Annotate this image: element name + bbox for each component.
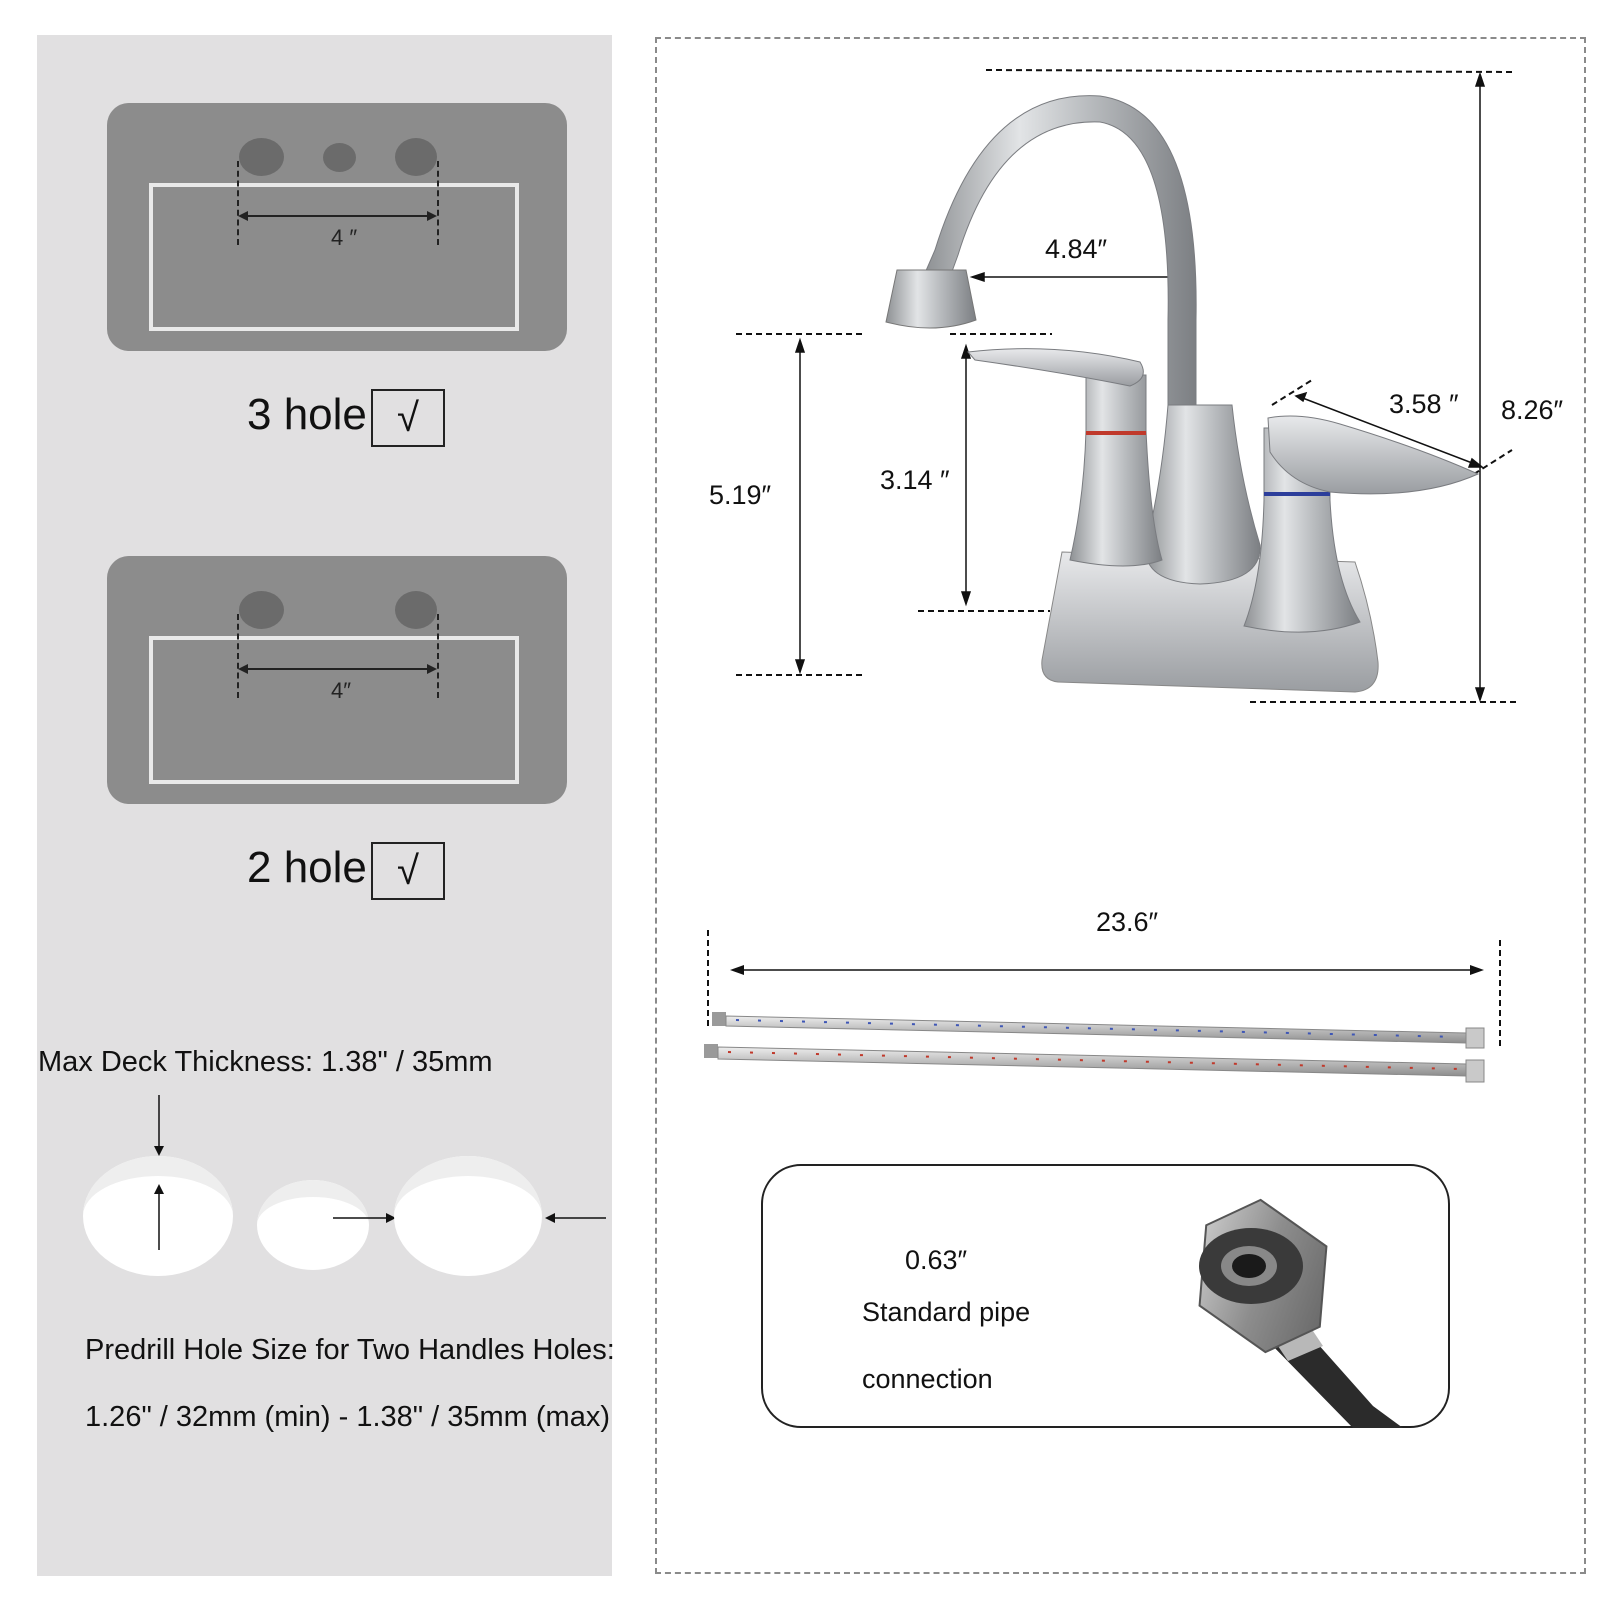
dimension-tick — [237, 614, 239, 698]
arrow-right-icon — [427, 211, 437, 221]
total-height-label: 8.26″ — [1501, 395, 1564, 425]
hose-dimension — [707, 930, 1501, 1050]
hot-handle-base — [1069, 374, 1163, 567]
arrow-left-icon — [730, 965, 744, 975]
spout-reach-label: 4.84″ — [1045, 234, 1108, 264]
deck-hole-shadow — [257, 1180, 369, 1225]
two-hole-label: 2 hole — [247, 843, 367, 892]
connection-text-line1: Standard pipe — [862, 1297, 1031, 1327]
arrow-left-icon — [238, 664, 248, 674]
hose-length-label: 23.6″ — [1096, 907, 1159, 937]
arrow-right-icon — [427, 664, 437, 674]
deck-hole-large — [83, 1156, 233, 1276]
handle-hole-left — [239, 138, 284, 176]
deck-hole-shadow — [83, 1156, 233, 1216]
dimension-line — [247, 215, 429, 217]
hole-spacing-label: 4 ″ — [331, 225, 358, 250]
hose-nut-illustration — [1198, 1198, 1403, 1428]
sink-basin-outline — [149, 183, 519, 331]
reference-lines — [736, 69, 1520, 703]
handle-height-label: 3.14 ″ — [880, 465, 950, 495]
spout-height-label: 5.19″ — [709, 480, 772, 510]
three-hole-checkbox[interactable]: √ — [371, 389, 445, 447]
center-hole — [323, 143, 356, 172]
arrow-right-icon — [386, 1213, 396, 1223]
deck-hole-small — [257, 1180, 369, 1270]
braided-hoses — [704, 1012, 1485, 1083]
deck-hole-shadow — [394, 1156, 542, 1216]
sink-basin-outline — [149, 636, 519, 784]
two-hole-sink-diagram: 4″ — [107, 556, 567, 804]
predrill-title: Predrill Hole Size for Two Handles Holes… — [85, 1334, 615, 1366]
arrow-left-icon — [238, 211, 248, 221]
three-hole-label: 3 hole — [247, 390, 367, 439]
predrill-range: 1.26" / 32mm (min) - 1.38" / 35mm (max) — [85, 1401, 610, 1433]
hose-nut — [1465, 1059, 1485, 1083]
arrow-left-icon — [545, 1213, 555, 1223]
handle-hole-right — [395, 138, 437, 176]
faucet-dimension-panel — [655, 37, 1586, 1574]
cold-handle-lever — [1267, 415, 1480, 495]
dimension-tick — [437, 614, 439, 698]
two-hole-checkbox[interactable]: √ — [371, 842, 445, 900]
max-deck-thickness-text: Max Deck Thickness: 1.38" / 35mm — [38, 1046, 493, 1078]
hose-fitting — [704, 1044, 718, 1058]
three-hole-sink-diagram: 4 ″ — [107, 103, 567, 351]
connection-size-label: 0.63″ — [905, 1245, 968, 1275]
faucet-center-column — [1145, 404, 1261, 585]
connection-detail-card — [761, 1164, 1450, 1428]
handle-length-label: 3.58 ″ — [1389, 389, 1459, 419]
handle-hole-left — [239, 591, 284, 629]
nut-bore — [1232, 1254, 1266, 1278]
hose-nut — [1465, 1027, 1485, 1049]
hot-supply-hose — [717, 1046, 1467, 1077]
cold-supply-hose — [725, 1015, 1467, 1044]
dimension-line — [247, 668, 429, 670]
cold-handle-base — [1243, 427, 1361, 633]
deck-hole-large — [394, 1156, 542, 1276]
arrow-right-icon — [1470, 965, 1484, 975]
faucet-aerator — [885, 269, 977, 329]
dimension-lines — [794, 71, 1486, 703]
hose-fitting — [712, 1012, 726, 1026]
connection-text-line2: connection — [862, 1364, 993, 1394]
arrow-down-icon — [154, 1146, 164, 1156]
dimension-tick — [437, 161, 439, 245]
faucet-illustration — [885, 95, 1480, 693]
hole-spacing-label: 4″ — [331, 678, 352, 703]
dimension-tick — [237, 161, 239, 245]
hot-handle-lever — [966, 348, 1144, 387]
arrow-up-icon — [154, 1184, 164, 1194]
handle-hole-right — [395, 591, 437, 629]
